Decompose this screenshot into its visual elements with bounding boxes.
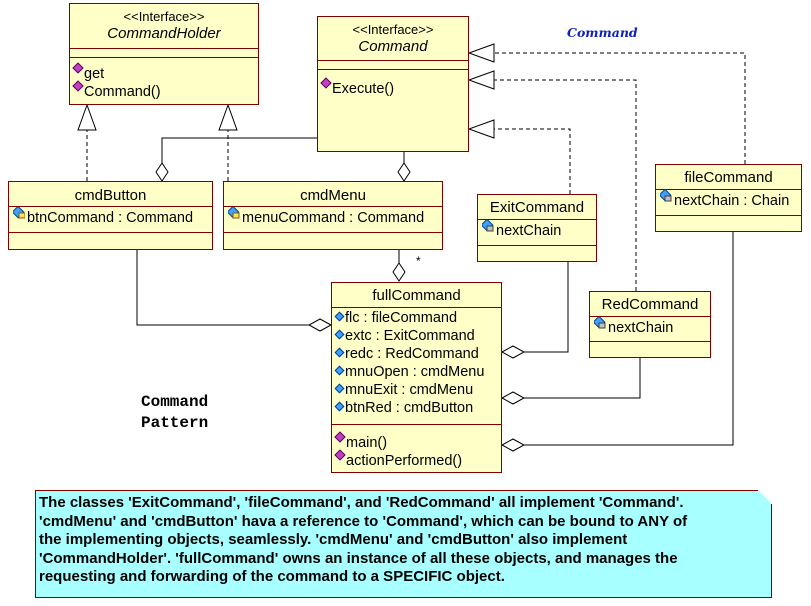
operation-icon — [72, 62, 84, 74]
attribute-row: flc : fileCommand — [334, 309, 457, 327]
note-line: 'CommandHolder'. 'fullCommand' owns an i… — [39, 549, 678, 567]
public-attribute-icon — [334, 365, 345, 376]
separator — [656, 189, 801, 190]
aggregation-fullcommand-exitcommand — [524, 262, 569, 353]
separator — [332, 424, 501, 425]
class-cmdmenu[interactable]: cmdMenu menuCommand : Command — [223, 181, 443, 250]
class-name: cmdMenu — [300, 187, 366, 204]
operation-row: Command() — [72, 80, 161, 101]
note-line: the implementing objects, seamlessly. 'c… — [39, 531, 628, 548]
realization-arrowhead — [218, 103, 238, 131]
aggregation-fullcommand-filecommand — [524, 232, 734, 446]
stereotype-label: <<Interface>> — [352, 22, 434, 37]
separator — [332, 307, 501, 308]
private-attribute-icon — [660, 190, 672, 202]
realization-arrowhead — [467, 43, 495, 63]
realization-filecommand-command — [494, 52, 746, 164]
multiplicity-label: * — [416, 254, 421, 268]
note-fold-corner — [758, 490, 772, 504]
protected-attribute-icon — [228, 207, 240, 219]
class-filecommand[interactable]: fileCommand nextChain : Chain — [655, 164, 802, 232]
class-commandholder[interactable]: <<Interface>> CommandHolder get Command(… — [69, 3, 259, 105]
public-attribute-icon — [334, 401, 345, 412]
attribute-row: menuCommand : Command — [228, 207, 424, 227]
attribute-row: btnRed : cmdButton — [334, 399, 473, 417]
separator — [478, 219, 596, 220]
attribute-row: redc : RedCommand — [334, 345, 479, 363]
note-line: The classes 'ExitCommand', 'fileCommand'… — [39, 494, 684, 511]
note-line: requesting and forwarding of the command… — [39, 568, 505, 585]
separator — [224, 206, 442, 207]
separator — [318, 60, 468, 61]
private-attribute-icon — [594, 317, 606, 329]
aggregation-diamond — [307, 318, 333, 332]
class-name: Command — [358, 38, 428, 55]
private-attribute-icon — [482, 220, 494, 232]
class-name: fileCommand — [684, 169, 773, 186]
aggregation-cmdbutton-command — [161, 137, 317, 164]
separator — [590, 316, 710, 317]
attribute-row: nextChain : Chain — [660, 190, 789, 210]
operation-icon — [334, 431, 346, 443]
operation-row: Execute() — [320, 77, 394, 98]
class-cmdbutton[interactable]: cmdButton btnCommand : Command — [8, 181, 213, 250]
separator — [224, 232, 442, 233]
operation-icon — [72, 80, 84, 92]
attribute-row: nextChain — [594, 317, 673, 337]
class-fullcommand[interactable]: fullCommand flc : fileCommand extc : Exi… — [331, 282, 502, 473]
public-attribute-icon — [334, 311, 345, 322]
operation-icon — [334, 449, 346, 461]
separator — [70, 57, 258, 58]
aggregation-diamond — [155, 162, 169, 182]
attribute-row: nextChain — [482, 220, 561, 240]
realization-redcommand-command — [494, 79, 637, 291]
public-attribute-icon — [334, 329, 345, 340]
protected-attribute-icon — [13, 207, 25, 219]
operation-row: actionPerformed() — [334, 449, 462, 470]
public-attribute-icon — [334, 383, 345, 394]
note-line: 'cmdMenu' and 'cmdButton' hava a referen… — [39, 512, 688, 530]
class-redcommand[interactable]: RedCommand nextChain — [589, 291, 711, 358]
separator — [9, 232, 212, 233]
aggregation-diamond — [397, 162, 411, 182]
realization-arrowhead — [467, 70, 495, 90]
operation-row: get — [72, 62, 104, 83]
explanation-note: The classes 'ExitCommand', 'fileCommand'… — [35, 490, 772, 598]
aggregation-diamond — [500, 438, 526, 452]
class-name: ExitCommand — [489, 199, 585, 216]
aggregation-fullcommand-cmdbutton — [136, 250, 310, 326]
attribute-row: mnuOpen : cmdMenu — [334, 363, 484, 381]
separator — [656, 215, 801, 216]
aggregation-diamond — [500, 345, 526, 359]
aggregation-diamond — [392, 262, 406, 282]
aggregation-diamond — [500, 391, 526, 405]
stereotype-label: <<Interface>> — [123, 9, 205, 24]
realization-arrowhead — [77, 103, 97, 131]
separator — [590, 341, 710, 342]
separator — [318, 69, 468, 70]
attribute-row: btnCommand : Command — [13, 207, 193, 227]
operation-icon — [320, 77, 332, 89]
diagram-title: Command — [567, 25, 638, 40]
operation-row: main() — [334, 431, 387, 452]
separator — [70, 48, 258, 49]
attribute-row: extc : ExitCommand — [334, 327, 475, 345]
class-name: cmdButton — [74, 187, 147, 204]
separator — [9, 206, 212, 207]
attribute-row: mnuExit : cmdMenu — [334, 381, 473, 399]
separator — [478, 245, 596, 246]
class-command[interactable]: <<Interface>> Command Execute() — [317, 16, 469, 152]
class-name: fullCommand — [372, 287, 461, 304]
class-name: RedCommand — [601, 296, 699, 313]
realization-arrowhead — [467, 119, 495, 139]
class-name: CommandHolder — [107, 25, 221, 42]
class-exitcommand[interactable]: ExitCommand nextChain — [477, 194, 597, 262]
public-attribute-icon — [334, 347, 345, 358]
aggregation-fullcommand-redcommand — [524, 358, 641, 399]
realization-exitcommand-command — [494, 128, 571, 194]
